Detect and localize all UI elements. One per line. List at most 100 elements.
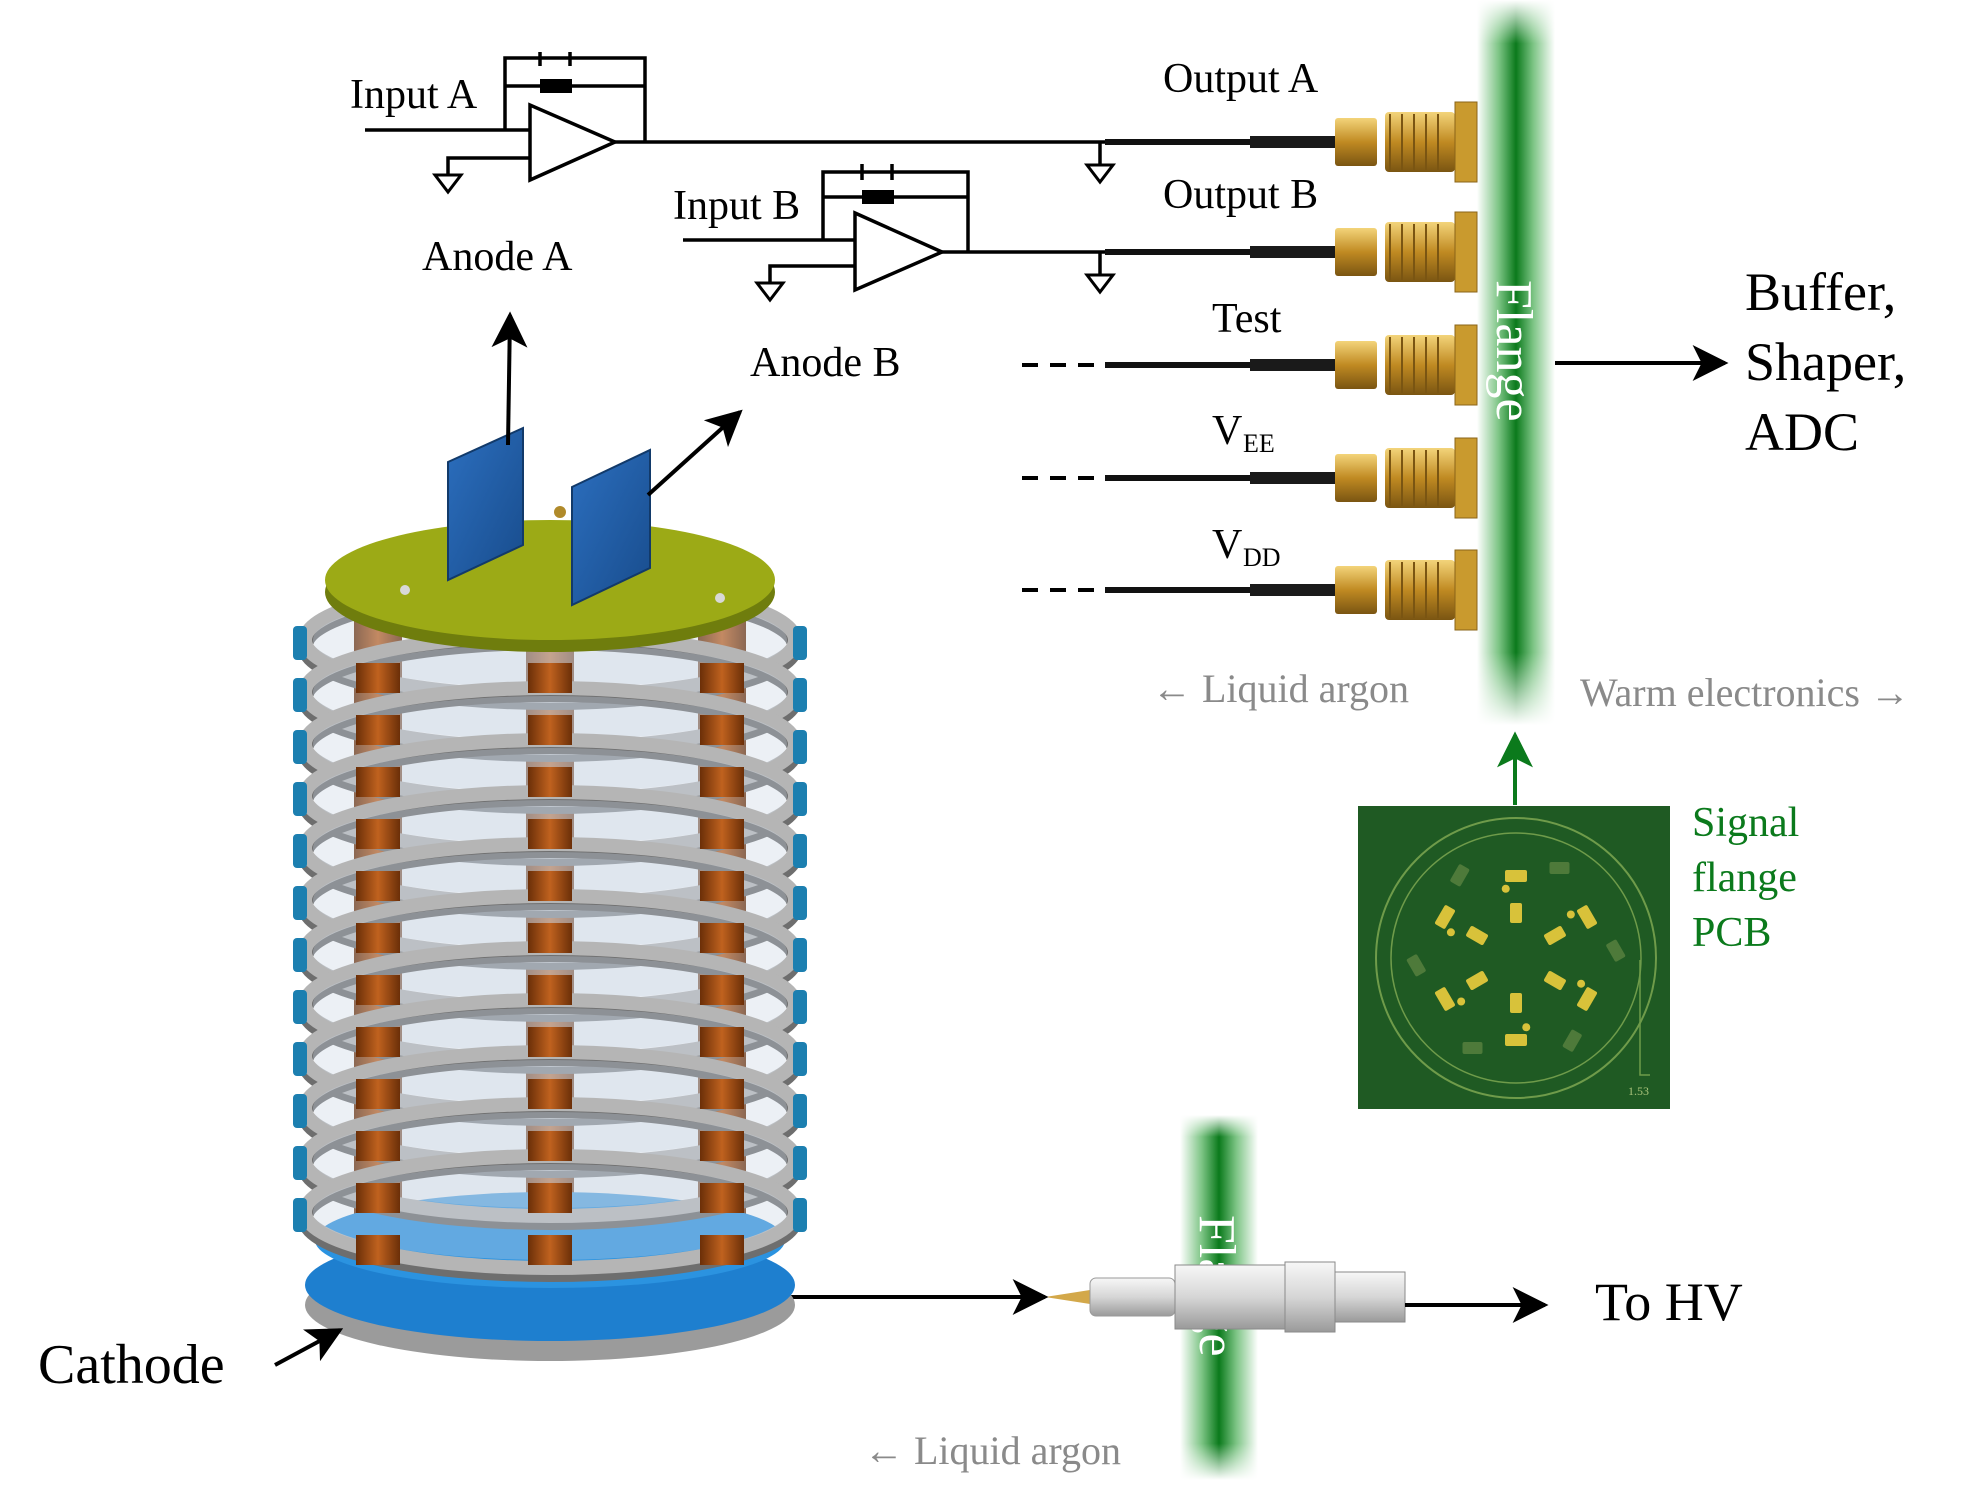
rod-center-front	[528, 715, 572, 745]
ground-icon	[431, 173, 465, 195]
pcb-pad	[1466, 971, 1488, 990]
mount-hole	[554, 506, 566, 518]
cable-strain-relief	[1250, 472, 1335, 484]
rod-right-front	[700, 1235, 744, 1265]
resistor-right	[793, 782, 807, 816]
liquid-argon-top-label: ← Liquid argon	[1152, 666, 1409, 711]
rod-center-front	[528, 923, 572, 953]
rod-left-front	[356, 975, 400, 1005]
resistor-left	[293, 1042, 307, 1076]
rod-right-front	[700, 663, 744, 693]
pcb-pad	[1505, 870, 1527, 882]
rod-center-front	[528, 1079, 572, 1109]
rod-left-front	[356, 767, 400, 797]
pcb-via	[1577, 979, 1586, 988]
pcb-via	[1446, 928, 1455, 937]
rod-right-front	[700, 1183, 744, 1213]
rod-left-front	[356, 663, 400, 693]
rod-left-front	[356, 1027, 400, 1057]
pcb-pad	[1510, 903, 1522, 923]
pcb-via	[1522, 1023, 1531, 1032]
bulkhead-flange-plate	[1454, 101, 1478, 183]
feedback-capacitor-b	[862, 190, 894, 204]
resistor-right	[793, 938, 807, 972]
adc-label: ADC	[1745, 402, 1859, 462]
rod-center-front	[528, 975, 572, 1005]
mount-hole	[715, 593, 725, 603]
resistor-left	[293, 730, 307, 764]
cable-strain-relief	[1250, 136, 1335, 148]
mount-hole	[400, 585, 410, 595]
amplifier-a-symbol	[528, 102, 620, 183]
rod-right-front	[700, 923, 744, 953]
rod-center-front	[528, 767, 572, 797]
pcb-via	[1501, 884, 1510, 893]
pcb-label-line2: flange	[1692, 855, 1797, 901]
signal-flange-pcb: 1.53	[1358, 806, 1670, 1109]
rod-right-front	[700, 1027, 744, 1057]
rod-left-front	[356, 923, 400, 953]
rod-center-front	[528, 1183, 572, 1213]
pcb-pad-dim	[1462, 1042, 1483, 1055]
buffer-label: Buffer,	[1745, 262, 1896, 322]
rod-center-front	[528, 663, 572, 693]
input-a-label: Input A	[350, 72, 478, 118]
cable-vee	[1022, 437, 1478, 519]
rod-center-front	[528, 1235, 572, 1265]
resistor-right	[793, 990, 807, 1024]
pcb-value-text: 1.53	[1628, 1084, 1649, 1098]
resistor-left	[293, 1146, 307, 1180]
sma-jack	[1385, 560, 1455, 620]
pcb-pad	[1435, 905, 1455, 929]
cable-strain-relief	[1250, 584, 1335, 596]
vdd-main-text: V	[1212, 522, 1242, 568]
pcb-via	[1566, 910, 1575, 919]
to-hv-label: To HV	[1595, 1272, 1743, 1332]
vee-subscript: EE	[1243, 429, 1275, 458]
signal-flange-label: Flange	[1485, 280, 1542, 422]
vdd-subscript: DD	[1243, 543, 1281, 572]
rod-right-front	[700, 715, 744, 745]
anode-a-plate	[447, 426, 524, 582]
sma-plug	[1335, 454, 1377, 502]
rod-left-front	[356, 1183, 400, 1213]
sma-plug	[1335, 228, 1377, 276]
output-a-label: Output A	[1163, 56, 1319, 102]
rod-left-front	[356, 1131, 400, 1161]
vee-label: V EE	[1212, 408, 1275, 458]
rod-right-front	[700, 975, 744, 1005]
cathode-label: Cathode	[38, 1334, 225, 1396]
pcb-pad	[1435, 987, 1455, 1011]
resistor-left	[293, 782, 307, 816]
cable-test	[1022, 324, 1478, 406]
sma-jack	[1385, 335, 1455, 395]
sma-plug	[1335, 118, 1377, 166]
bulkhead-flange-plate	[1454, 437, 1478, 519]
rod-left-front	[356, 1079, 400, 1109]
cable-vdd	[1022, 549, 1478, 631]
rod-right-front	[700, 1131, 744, 1161]
resistor-left	[293, 938, 307, 972]
sma-jack	[1385, 222, 1455, 282]
pcb-label-line3: PCB	[1692, 910, 1771, 956]
input-b-label: Input B	[673, 183, 800, 229]
warm-electronics-label: Warm electronics →	[1580, 670, 1910, 715]
hv-connector	[1045, 1261, 1406, 1333]
cable-output-a	[1105, 101, 1478, 183]
resistor-right	[793, 1042, 807, 1076]
resistor-left	[293, 886, 307, 920]
rod-left-front	[356, 715, 400, 745]
pcb-pad-dim	[1450, 864, 1470, 887]
sma-jack	[1385, 112, 1455, 172]
pcb-pad	[1505, 1034, 1527, 1046]
anode-b-label: Anode B	[750, 340, 901, 386]
anode-b-arrow	[646, 409, 743, 497]
ground-icon	[753, 281, 787, 303]
rod-left-front	[356, 819, 400, 849]
test-label: Test	[1212, 296, 1282, 342]
resistor-right	[793, 834, 807, 868]
ground-icon	[1083, 163, 1117, 185]
pcb-pad-dim	[1606, 939, 1626, 962]
pcb-pad	[1544, 971, 1566, 990]
